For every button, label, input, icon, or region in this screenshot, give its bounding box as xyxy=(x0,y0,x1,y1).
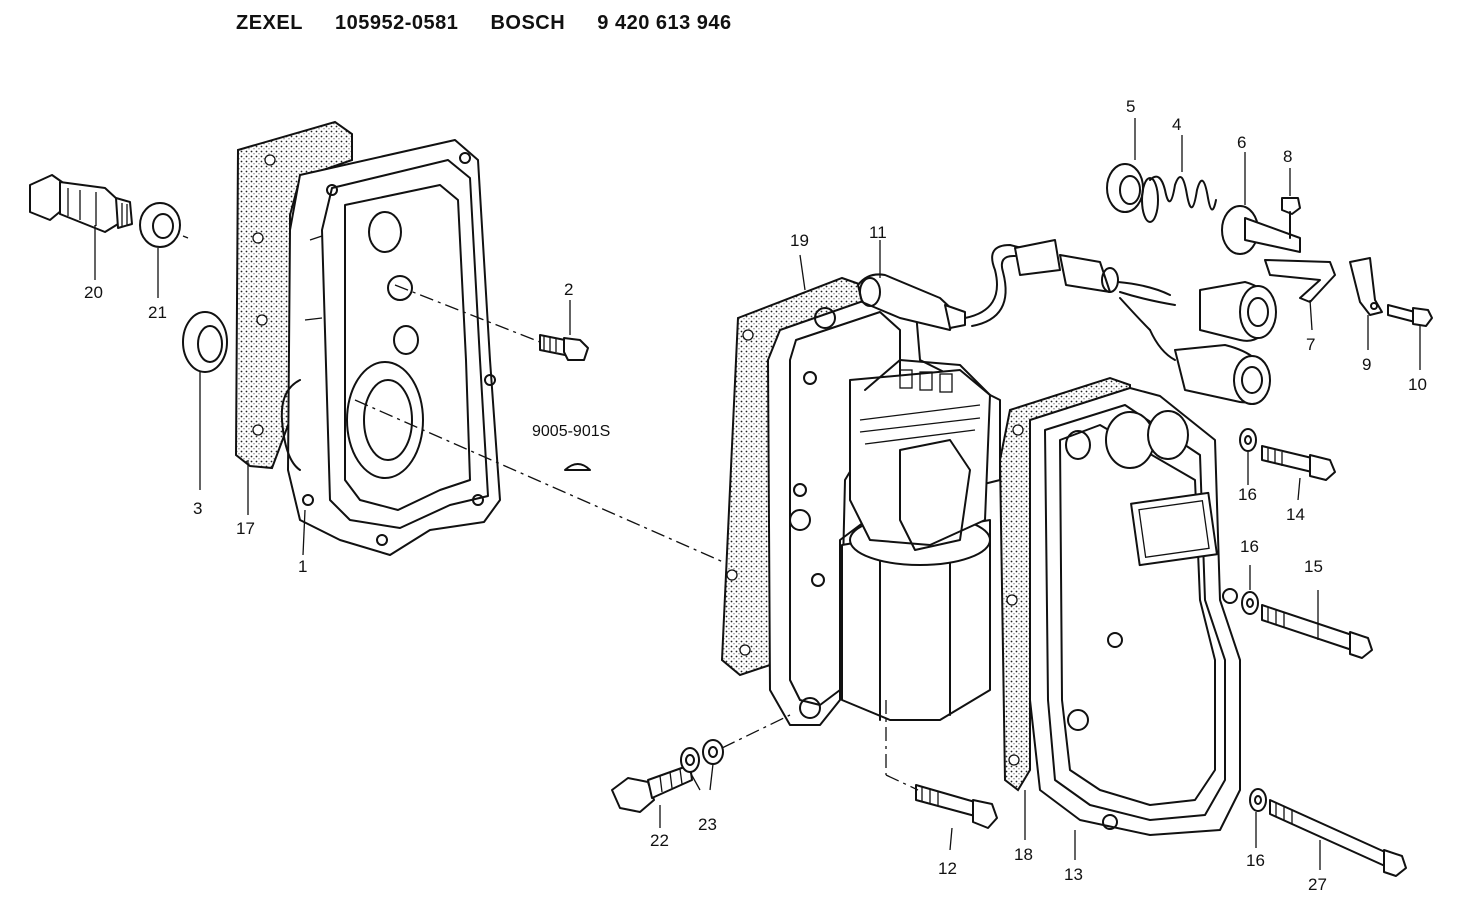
lever-7 xyxy=(1264,259,1336,303)
bolt-15 xyxy=(1261,604,1373,659)
callout-9: 9 xyxy=(1362,355,1371,374)
callout-8: 8 xyxy=(1283,147,1292,166)
part-number-bosch: 9 420 613 946 xyxy=(597,12,732,34)
bolt-22 xyxy=(611,764,693,813)
callout-key-9005-901S: 9005-901S xyxy=(532,423,610,440)
callout-15: 15 xyxy=(1304,557,1323,576)
callout-27: 27 xyxy=(1308,875,1327,894)
washer-16b xyxy=(1241,591,1259,615)
brand-bosch: BOSCH xyxy=(490,12,566,34)
connector-plugs xyxy=(1149,281,1277,405)
sensor-20 xyxy=(29,174,133,233)
housing-1 xyxy=(280,139,501,556)
screw-10 xyxy=(1387,304,1433,327)
bolt-12 xyxy=(915,784,998,829)
connector-11 xyxy=(857,273,966,331)
bracket-9 xyxy=(1349,257,1383,316)
callout-20: 20 xyxy=(84,283,103,302)
callout-14: 14 xyxy=(1286,505,1305,524)
drawing-header: ZEXEL 105952-0581 BOSCH 9 420 613 946 xyxy=(236,12,758,42)
leader-lines xyxy=(94,118,1421,870)
callout-18: 18 xyxy=(1014,845,1033,864)
callout-2: 2 xyxy=(564,280,573,299)
callout-16a: 16 xyxy=(1238,485,1257,504)
actuator-cylinder xyxy=(841,359,991,721)
callout-5: 5 xyxy=(1126,97,1135,116)
callout-13: 13 xyxy=(1064,865,1083,884)
callout-12: 12 xyxy=(938,859,957,878)
bolt-14 xyxy=(1261,445,1336,481)
callout-21: 21 xyxy=(148,303,167,322)
seal-ring-5 xyxy=(1106,163,1144,213)
washer-16c xyxy=(1249,788,1267,812)
harness-sleeves xyxy=(1014,239,1176,331)
washer-21 xyxy=(139,202,189,248)
callout-16b: 16 xyxy=(1240,537,1259,556)
callout-11: 11 xyxy=(869,223,887,242)
screw-8 xyxy=(1281,197,1301,239)
callout-1: 1 xyxy=(298,557,307,576)
callout-6: 6 xyxy=(1237,133,1246,152)
cover-13 xyxy=(1029,387,1241,836)
gasket-17 xyxy=(234,120,353,470)
callout-7: 7 xyxy=(1306,335,1315,354)
bolt-27 xyxy=(1269,799,1407,877)
callout-17: 17 xyxy=(236,519,255,538)
seal-3 xyxy=(182,311,228,373)
bolt-2 xyxy=(539,334,589,361)
callout-19: 19 xyxy=(790,231,809,250)
callout-4: 4 xyxy=(1172,115,1181,134)
spring-4 xyxy=(1141,175,1217,223)
washer-16a xyxy=(1239,428,1257,452)
brand-zexel: ZEXEL xyxy=(236,12,303,34)
callout-3: 3 xyxy=(193,499,202,518)
callout-23: 23 xyxy=(698,815,717,834)
callout-16c: 16 xyxy=(1246,851,1265,870)
part-number-zexel: 105952-0581 xyxy=(335,12,459,34)
disc-6 xyxy=(1221,205,1301,255)
callout-labels: 1 2 3 4 5 6 7 8 9 10 11 12 13 14 15 16 1… xyxy=(84,97,1427,894)
washers-23 xyxy=(680,739,724,773)
callout-22: 22 xyxy=(650,831,669,850)
key-9005-901S xyxy=(564,463,591,471)
callout-10: 10 xyxy=(1408,375,1427,394)
harness-cable xyxy=(964,244,1031,319)
